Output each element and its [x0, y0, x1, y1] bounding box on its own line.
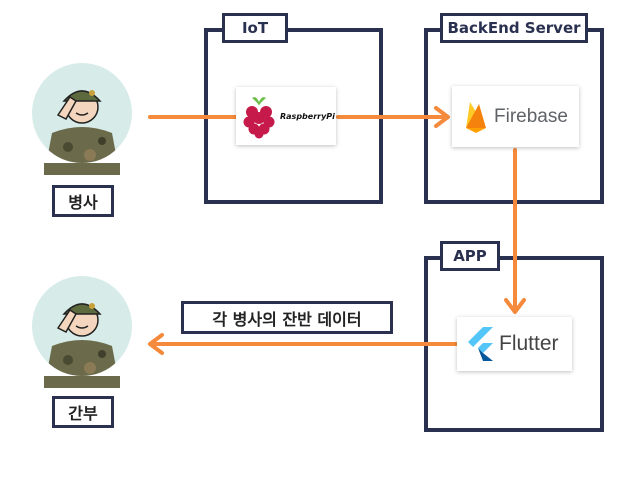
- soldier-avatar: [32, 63, 132, 175]
- raspberrypi-name: RaspberryPi: [280, 111, 335, 121]
- arrowhead-firebase-to-flutter: [504, 298, 526, 314]
- firebase-card: Firebase: [452, 86, 579, 147]
- firebase-name: Firebase: [494, 105, 568, 127]
- app-group-title: APP: [440, 241, 500, 271]
- soldier-label: 병사: [52, 185, 114, 217]
- raspberry-icon: [243, 97, 275, 139]
- officer-avatar: [32, 276, 132, 388]
- raspberrypi-card: RaspberryPi: [236, 87, 336, 145]
- iot-group-title: IoT: [222, 13, 288, 43]
- flutter-name: Flutter: [499, 332, 559, 355]
- arrowhead-raspberry-to-firebase: [434, 106, 450, 128]
- firebase-icon: [466, 101, 486, 133]
- edge-data-label: 각 병사의 잔반 데이터: [181, 301, 393, 334]
- officer-label: 간부: [52, 396, 114, 428]
- backend-group-title: BackEnd Server: [440, 13, 588, 43]
- flutter-icon: [468, 327, 493, 361]
- flutter-card: Flutter: [457, 317, 572, 371]
- arrowhead-flutter-to-officer: [148, 333, 164, 355]
